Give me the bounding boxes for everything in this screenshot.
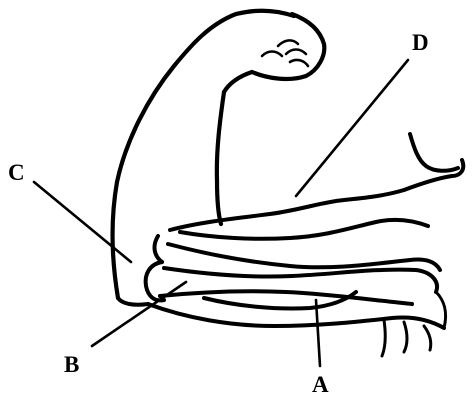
torn-tendon-end <box>404 134 463 190</box>
biceps <box>170 134 463 239</box>
fist-outline <box>252 14 324 79</box>
band-upper <box>168 244 440 270</box>
forearm-inner-edge <box>217 92 224 224</box>
tendon-strand-3 <box>424 326 431 350</box>
fist-lower-curve <box>224 72 252 92</box>
leader-line-d <box>296 60 408 196</box>
tendon-strand-1 <box>382 320 385 356</box>
label-c: C <box>8 160 25 185</box>
finger-crease-1 <box>278 40 298 46</box>
label-d: D <box>412 30 429 55</box>
band-lower <box>160 291 412 304</box>
tendon-strand-2 <box>404 322 407 352</box>
elbow-corner <box>118 298 148 305</box>
leader-line-a <box>316 300 320 366</box>
band-middle <box>164 268 437 292</box>
finger-crease-3 <box>290 60 308 66</box>
finger-crease-2 <box>286 50 306 55</box>
label-b: B <box>64 352 79 377</box>
thumb-line <box>262 52 282 57</box>
elbow-knob <box>155 236 162 262</box>
forearm-top-edge <box>236 11 294 16</box>
leader-line-b <box>92 282 186 346</box>
label-a: A <box>312 372 329 396</box>
